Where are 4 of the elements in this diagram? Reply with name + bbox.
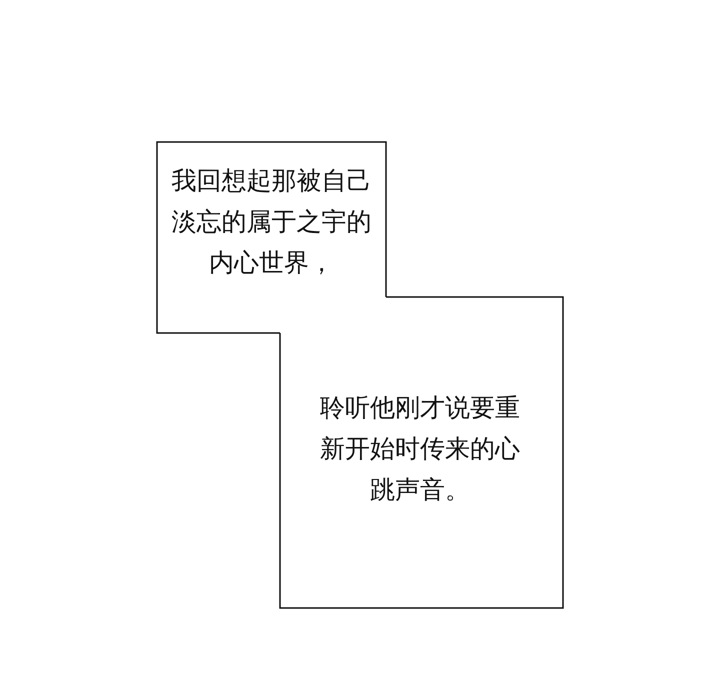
narration-text: 聆听他刚才说要重新开始时传来的心跳声音。 <box>319 392 521 506</box>
narration-box <box>157 142 386 333</box>
narration-box <box>280 297 563 608</box>
narration-text: 我回想起那被自己淡忘的属于之宇的内心世界， <box>171 165 372 279</box>
